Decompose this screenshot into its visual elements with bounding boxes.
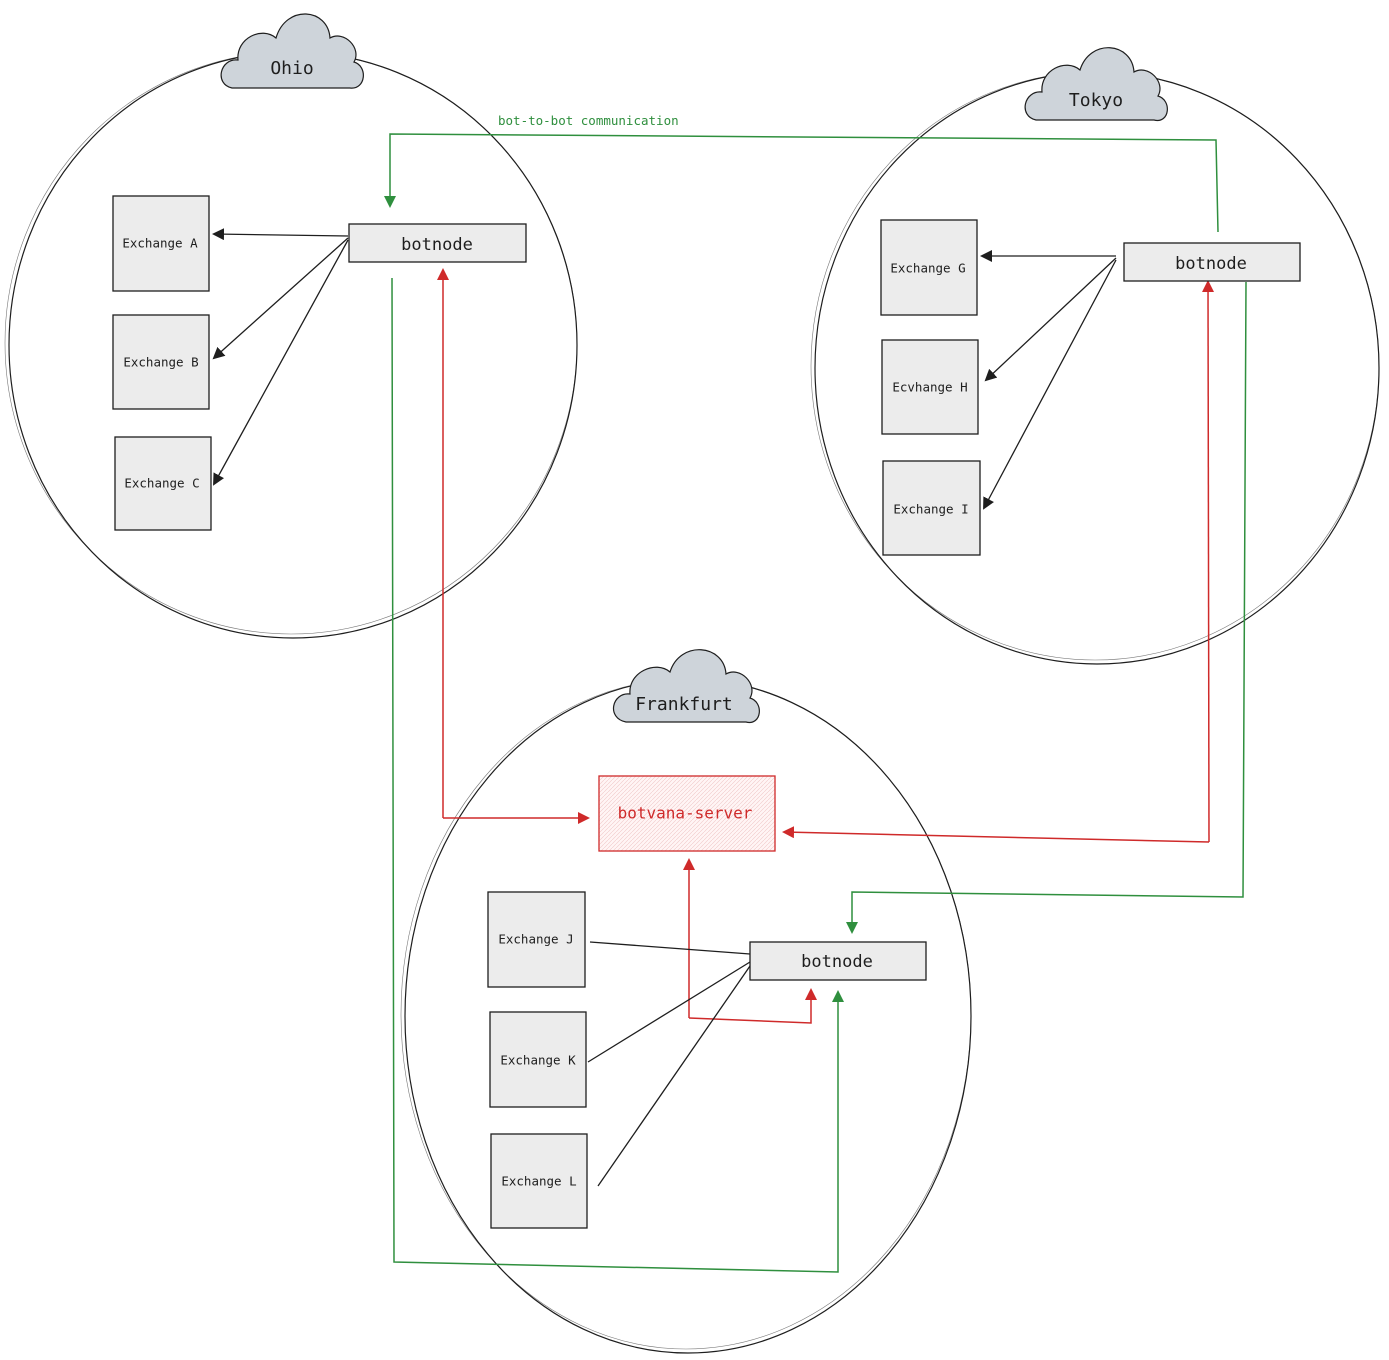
cloud-ohio-icon: Ohio xyxy=(220,13,364,89)
exchange-label: Ecvhange H xyxy=(892,380,967,395)
bot-to-bot-label: bot-to-bot communication xyxy=(498,113,679,128)
cloud-frankfurt-icon: Frankfurt xyxy=(612,649,760,723)
botvana-server-box: botvana-server xyxy=(598,775,776,852)
exchange-box: Exchange I xyxy=(882,460,981,556)
exchange-label: Exchange A xyxy=(122,236,198,251)
exchange-label: Exchange I xyxy=(893,502,968,517)
botvana-server-label: botvana-server xyxy=(618,804,753,823)
exchange-box: Exchange J xyxy=(487,891,586,988)
ohio-botnode: botnode xyxy=(348,223,527,263)
exchange-box: Exchange G xyxy=(880,219,978,316)
exchange-box: Exchange C xyxy=(114,436,212,531)
exchange-label: Exchange K xyxy=(500,1053,576,1068)
exchange-box: Ecvhange H xyxy=(881,339,979,435)
exchange-box: Exchange A xyxy=(112,195,210,292)
frankfurt-botnode-label: botnode xyxy=(801,952,873,972)
server-links xyxy=(437,268,1215,1024)
tokyo-server-link-up xyxy=(1202,280,1215,843)
frankfurt-server-link-right xyxy=(688,988,817,1024)
exchange-box: Exchange B xyxy=(112,314,210,410)
exchange-box: Exchange K xyxy=(489,1011,587,1108)
ohio-botnode-label: botnode xyxy=(401,235,473,255)
bot-to-bot-links xyxy=(384,133,1247,1273)
exchange-links xyxy=(212,228,1117,1187)
exchange-label: Exchange G xyxy=(890,261,965,276)
exchange-box: Exchange L xyxy=(490,1133,588,1229)
tokyo-botnode-label: botnode xyxy=(1175,254,1247,274)
ohio-tokyo-link xyxy=(384,133,1219,233)
tokyo-frankfurt-link xyxy=(846,281,1247,934)
region-frankfurt-name: Frankfurt xyxy=(635,694,733,715)
exchange-label: Exchange J xyxy=(498,932,573,947)
tokyo-server-link-left xyxy=(782,826,1210,843)
exchange-label: Exchange B xyxy=(123,355,198,370)
exchange-label: Exchange C xyxy=(124,476,199,491)
exchange-label: Exchange L xyxy=(501,1174,576,1189)
frankfurt-botnode: botnode xyxy=(749,941,927,981)
region-ohio-name: Ohio xyxy=(270,58,313,79)
tokyo-botnode: botnode xyxy=(1123,242,1301,282)
cloud-tokyo-icon: Tokyo xyxy=(1024,47,1168,121)
region-tokyo-name: Tokyo xyxy=(1069,90,1123,111)
ohio-frankfurt-link xyxy=(391,277,844,1273)
